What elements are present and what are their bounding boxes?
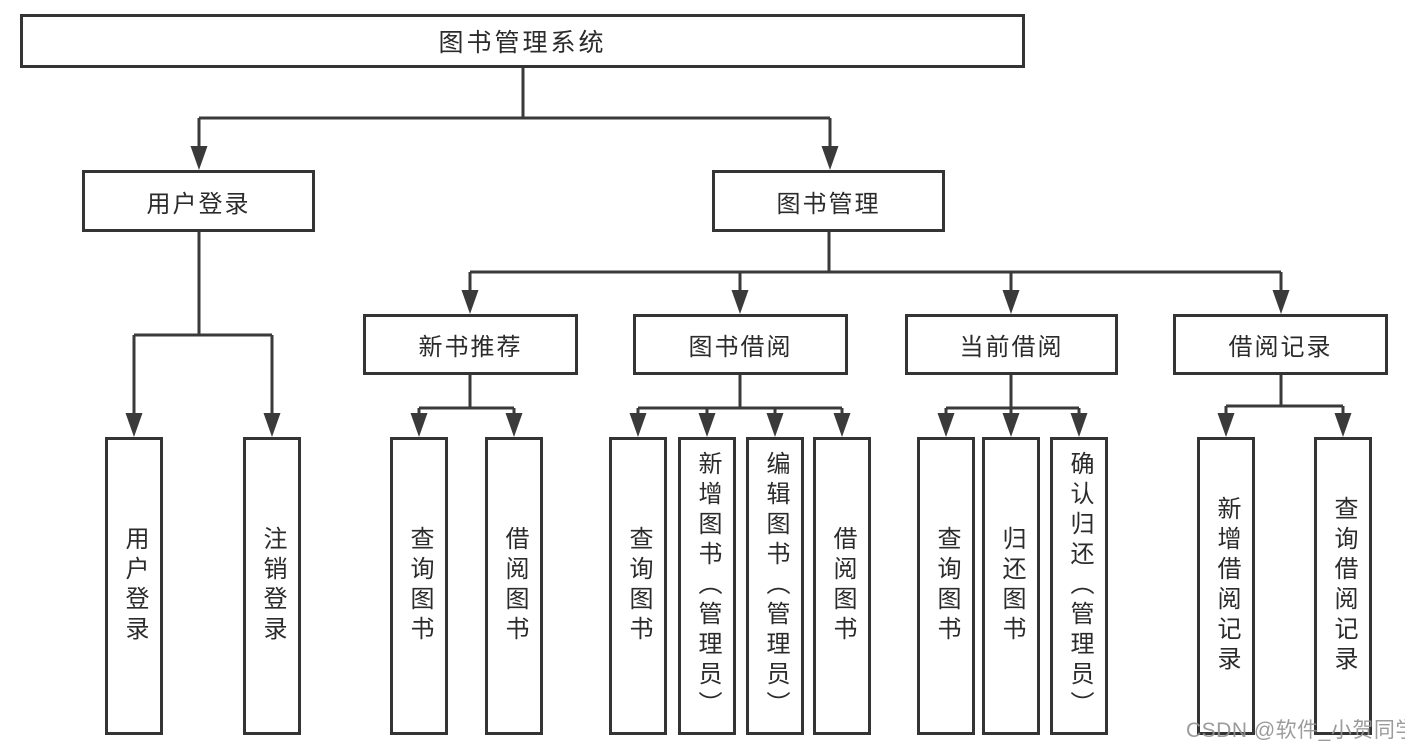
node-borrow-records-label: 借阅记录 bbox=[1228, 334, 1333, 361]
leaf-logout-label: 注销登录 bbox=[259, 526, 286, 646]
leaf-borrow-borrow-book-label: 借阅图书 bbox=[829, 526, 856, 646]
node-current-borrow: 当前借阅 bbox=[905, 314, 1118, 375]
leaf-user-login: 用户登录 bbox=[105, 437, 163, 735]
leaf-borrow-edit-book-admin-label: 编辑图书（管理员） bbox=[762, 451, 789, 721]
leaf-recommend-query-book-label: 查询图书 bbox=[406, 526, 433, 646]
leaf-borrow-borrow-book: 借阅图书 bbox=[813, 437, 871, 735]
leaf-user-login-label: 用户登录 bbox=[121, 526, 148, 646]
node-root: 图书管理系统 bbox=[20, 14, 1025, 68]
node-book-borrow: 图书借阅 bbox=[633, 314, 848, 375]
leaf-recommend-query-book: 查询图书 bbox=[390, 437, 448, 735]
leaf-recommend-borrow-book: 借阅图书 bbox=[485, 437, 543, 735]
leaf-current-query-book-label: 查询图书 bbox=[933, 526, 960, 646]
csdn-watermark: CSDN @软件_小贺同学 bbox=[1186, 719, 1405, 742]
node-book-management-label: 图书管理 bbox=[776, 190, 881, 218]
leaf-current-confirm-return-admin: 确认归还（管理员） bbox=[1050, 437, 1108, 735]
node-new-book-recommend-label: 新书推荐 bbox=[418, 334, 523, 361]
leaf-records-add-record: 新增借阅记录 bbox=[1197, 437, 1255, 735]
leaf-current-return-book: 归还图书 bbox=[982, 437, 1040, 735]
node-root-label: 图书管理系统 bbox=[438, 29, 607, 57]
leaf-records-add-record-label: 新增借阅记录 bbox=[1213, 496, 1240, 676]
leaf-recommend-borrow-book-label: 借阅图书 bbox=[501, 526, 528, 646]
leaf-records-query-record: 查询借阅记录 bbox=[1314, 437, 1372, 735]
leaf-current-return-book-label: 归还图书 bbox=[998, 526, 1025, 646]
node-book-borrow-label: 图书借阅 bbox=[688, 334, 793, 361]
leaf-current-query-book: 查询图书 bbox=[917, 437, 975, 735]
node-user-login: 用户登录 bbox=[82, 170, 315, 232]
leaf-borrow-add-book-admin: 新增图书（管理员） bbox=[678, 437, 736, 735]
node-user-login-label: 用户登录 bbox=[146, 190, 251, 218]
node-book-management: 图书管理 bbox=[712, 170, 945, 232]
leaf-borrow-query-book-label: 查询图书 bbox=[625, 526, 652, 646]
leaf-current-confirm-return-admin-label: 确认归还（管理员） bbox=[1066, 451, 1093, 721]
node-borrow-records: 借阅记录 bbox=[1173, 314, 1388, 375]
leaf-records-query-record-label: 查询借阅记录 bbox=[1330, 496, 1357, 676]
tree-branch-lines bbox=[132, 68, 1345, 417]
node-new-book-recommend: 新书推荐 bbox=[363, 314, 578, 375]
node-current-borrow-label: 当前借阅 bbox=[959, 334, 1064, 361]
leaf-borrow-add-book-admin-label: 新增图书（管理员） bbox=[694, 451, 721, 721]
leaf-logout: 注销登录 bbox=[243, 437, 301, 735]
leaf-borrow-edit-book-admin: 编辑图书（管理员） bbox=[746, 437, 804, 735]
leaf-borrow-query-book: 查询图书 bbox=[609, 437, 667, 735]
arrowhead-icons bbox=[125, 146, 1352, 437]
